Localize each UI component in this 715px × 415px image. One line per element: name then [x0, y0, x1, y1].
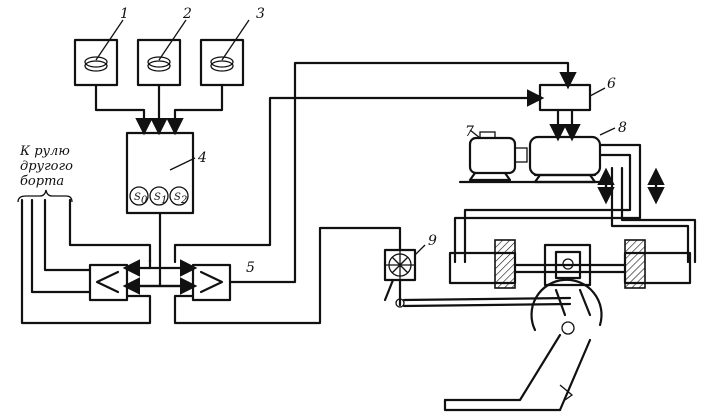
- sensor-1: [73, 19, 124, 87]
- label-9: 9: [428, 233, 437, 249]
- selector-s0-label: S: [134, 192, 141, 203]
- sensor-2: [136, 19, 187, 87]
- selector-s1-label: S: [154, 192, 161, 203]
- feedback-sensor-9: [383, 244, 572, 308]
- amplifier-left: [88, 263, 129, 302]
- selector-s0-sub: 0: [141, 195, 148, 206]
- caption-line-2: другого: [20, 159, 73, 174]
- label-4: 4: [197, 150, 207, 166]
- label-1: 1: [120, 6, 129, 22]
- caption-line-3: борта: [20, 174, 64, 189]
- label-2: 2: [182, 6, 192, 22]
- selector-s1-sub: 1: [161, 195, 167, 206]
- selector-s2-label: S: [174, 192, 181, 203]
- sensor-wires: [94, 83, 224, 136]
- cylinder-left: [448, 239, 517, 289]
- wires-other-board: [17, 189, 152, 294]
- hydraulic-pipes: [453, 143, 697, 264]
- block4-to-amplifiers: [20, 198, 402, 325]
- selector-s2-sub: 2: [180, 195, 187, 206]
- label-6: 6: [607, 76, 616, 92]
- amplifier-5: [191, 263, 232, 302]
- tiller-crosshead: [543, 243, 592, 317]
- wires-amplifier-5: [173, 61, 577, 284]
- label-7: 7: [465, 124, 474, 140]
- label-3: 3: [256, 6, 265, 22]
- label-5: 5: [246, 260, 255, 276]
- block-6: [538, 83, 606, 142]
- rudder: [443, 278, 603, 412]
- sensor-3: [199, 19, 250, 87]
- caption-line-1: К рулю: [19, 144, 70, 159]
- motor-7: [468, 129, 528, 182]
- cylinder-right: [623, 239, 692, 289]
- label-8: 8: [618, 120, 627, 136]
